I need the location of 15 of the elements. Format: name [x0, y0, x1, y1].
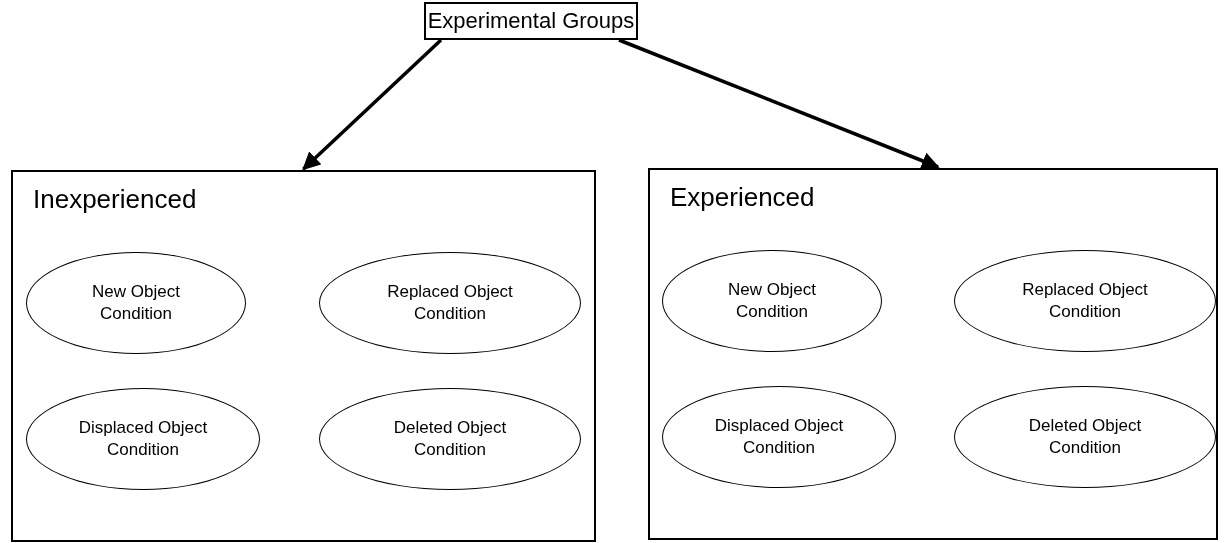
arrow: [618, 38, 940, 170]
arrow: [302, 38, 443, 171]
group-box: [11, 170, 596, 542]
condition-ellipse: Deleted Object Condition: [319, 388, 581, 490]
condition-ellipse: Replaced Object Condition: [954, 250, 1216, 352]
condition-ellipse: New Object Condition: [26, 252, 246, 354]
condition-ellipse: Displaced Object Condition: [26, 388, 260, 490]
title-box: Experimental Groups: [424, 2, 638, 40]
condition-ellipse: Displaced Object Condition: [662, 386, 896, 488]
condition-ellipse: Replaced Object Condition: [319, 252, 581, 354]
condition-ellipse: Deleted Object Condition: [954, 386, 1216, 488]
condition-ellipse: New Object Condition: [662, 250, 882, 352]
group-box: [648, 168, 1218, 540]
group-heading: Inexperienced: [33, 184, 197, 215]
group-heading: Experienced: [670, 182, 815, 213]
